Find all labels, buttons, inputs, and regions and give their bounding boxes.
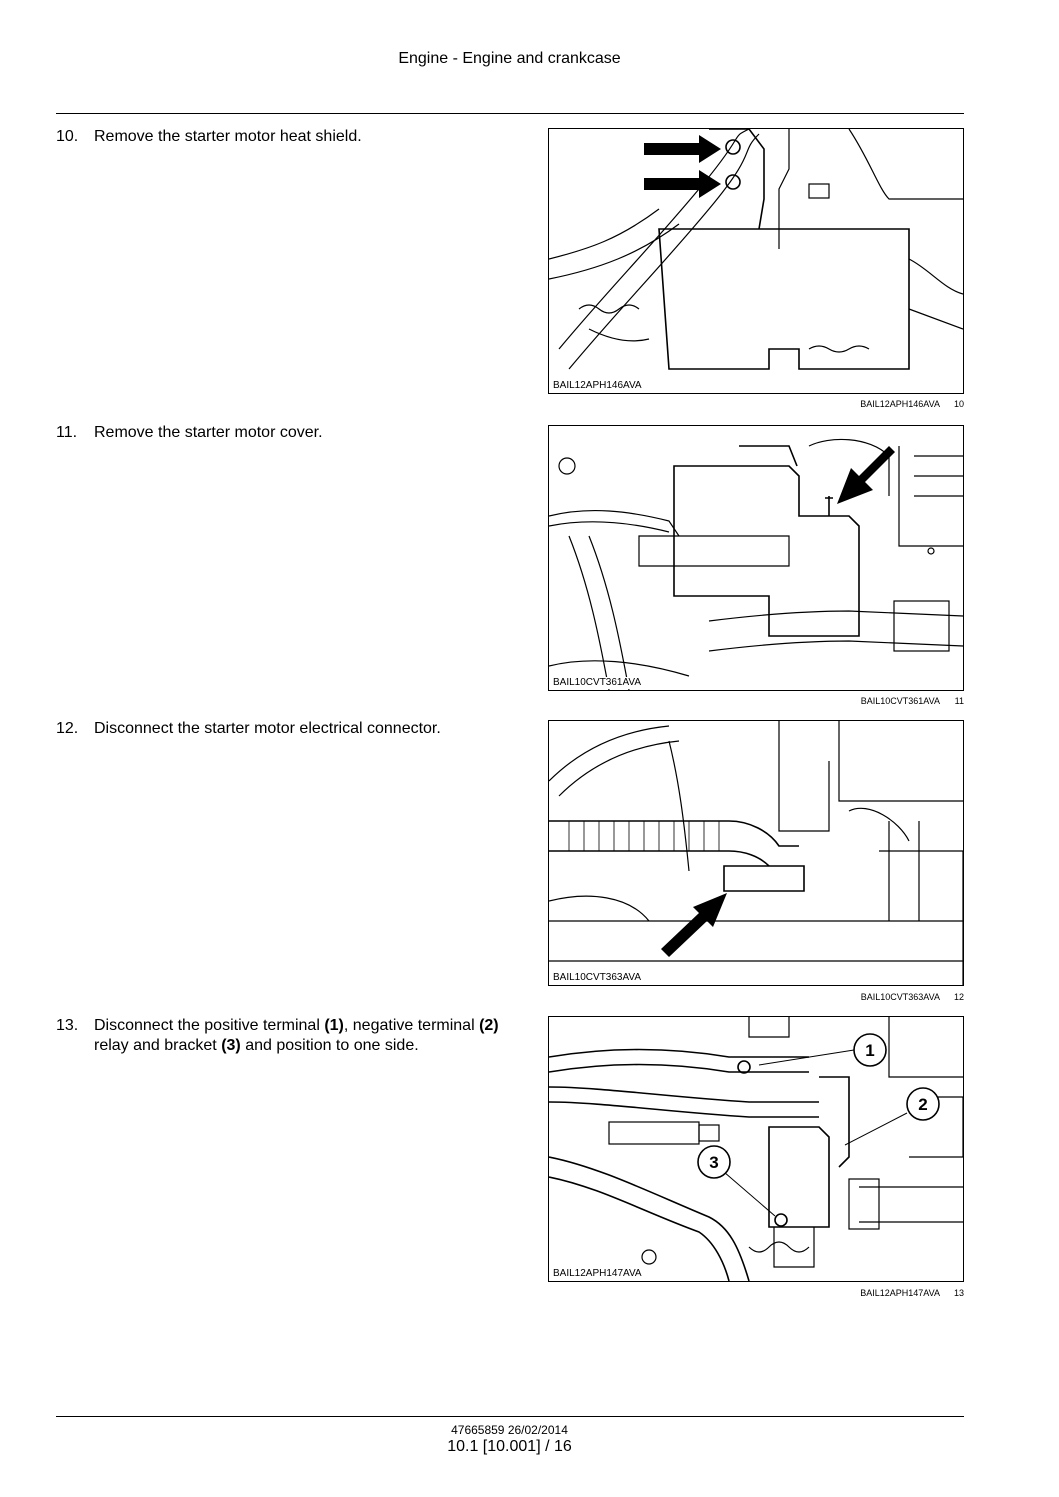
ref-negative-terminal: (2): [479, 1017, 499, 1034]
figure-code-inline: BAIL12APH147AVA: [551, 1268, 644, 1280]
figure-code-inline: BAIL12APH146AVA: [551, 380, 644, 392]
callout-3: 3: [697, 1145, 776, 1217]
step-10: 10. Remove the starter motor heat shield…: [56, 127, 526, 147]
text-part: and position to one side.: [240, 1037, 419, 1054]
illustration-terminals: 1 2 3: [549, 1017, 963, 1281]
step-number: 10.: [56, 128, 79, 145]
illustration-heat-shield: [549, 129, 963, 370]
arrow-icons: [644, 135, 721, 198]
figure-10-caption: BAIL12APH146AVA 10: [548, 399, 964, 409]
header-rule: [56, 113, 964, 114]
figure-code: BAIL12APH146AVA: [860, 399, 940, 409]
figure-code: BAIL10CVT363AVA: [860, 992, 940, 1002]
callout-number: 1: [865, 1041, 874, 1060]
page-header-title: Engine - Engine and crankcase: [398, 50, 621, 67]
callout-number: 3: [709, 1153, 718, 1172]
figure-code-inline: BAIL10CVT361AVA: [551, 677, 644, 689]
step-13: 13. Disconnect the positive terminal (1)…: [56, 1016, 526, 1056]
text-part: relay and bracket: [94, 1037, 222, 1054]
figure-11-caption: BAIL10CVT361AVA 11: [548, 696, 964, 706]
figure-13-caption: BAIL12APH147AVA 13: [548, 1288, 964, 1298]
callout-number: 2: [918, 1095, 927, 1114]
step-12: 12. Disconnect the starter motor electri…: [56, 719, 526, 739]
figure-13-terminals: 1 2 3 BAIL12APH147AVA: [548, 1016, 964, 1282]
callout-1: 1: [758, 1033, 887, 1067]
figure-code: BAIL10CVT361AVA: [860, 696, 940, 706]
arrow-icon: [661, 893, 727, 957]
step-11: 11. Remove the starter motor cover.: [56, 423, 526, 443]
step-text: Remove the starter motor heat shield.: [94, 128, 362, 145]
arrow-icon: [837, 446, 895, 504]
figure-11-starter-cover: BAIL10CVT361AVA: [548, 425, 964, 691]
footer-doc-code: 47665859 26/02/2014: [451, 1423, 568, 1437]
step-number: 11.: [56, 424, 78, 441]
figure-12-caption: BAIL10CVT363AVA 12: [548, 992, 964, 1002]
ref-bracket: (3): [221, 1037, 241, 1054]
ref-positive-terminal: (1): [324, 1017, 344, 1034]
step-text: Remove the starter motor cover.: [94, 424, 323, 441]
figure-10-heat-shield: BAIL12APH146AVA: [548, 128, 964, 394]
text-part: , negative terminal: [343, 1017, 480, 1034]
footer-page-number: 10.1 [10.001] / 16: [447, 1438, 572, 1455]
figure-code: BAIL12APH147AVA: [860, 1288, 940, 1298]
illustration-starter-cover: [549, 438, 963, 690]
figure-number: 10: [953, 399, 964, 409]
illustration-electrical-connector: [549, 721, 963, 985]
step-text: Disconnect the positive terminal (1), ne…: [94, 1016, 526, 1056]
footer-rule: [56, 1416, 964, 1417]
figure-number: 12: [953, 992, 964, 1002]
figure-code-inline: BAIL10CVT363AVA: [551, 972, 644, 984]
figure-number: 11: [954, 696, 964, 706]
callout-2: 2: [844, 1087, 940, 1146]
step-text: Disconnect the starter motor electrical …: [94, 720, 441, 737]
figure-number: 13: [953, 1288, 964, 1298]
figure-12-electrical-connector: BAIL10CVT363AVA: [548, 720, 964, 986]
step-number: 13.: [56, 1017, 79, 1034]
text-part: Disconnect the positive terminal: [94, 1017, 325, 1034]
step-number: 12.: [56, 720, 79, 737]
